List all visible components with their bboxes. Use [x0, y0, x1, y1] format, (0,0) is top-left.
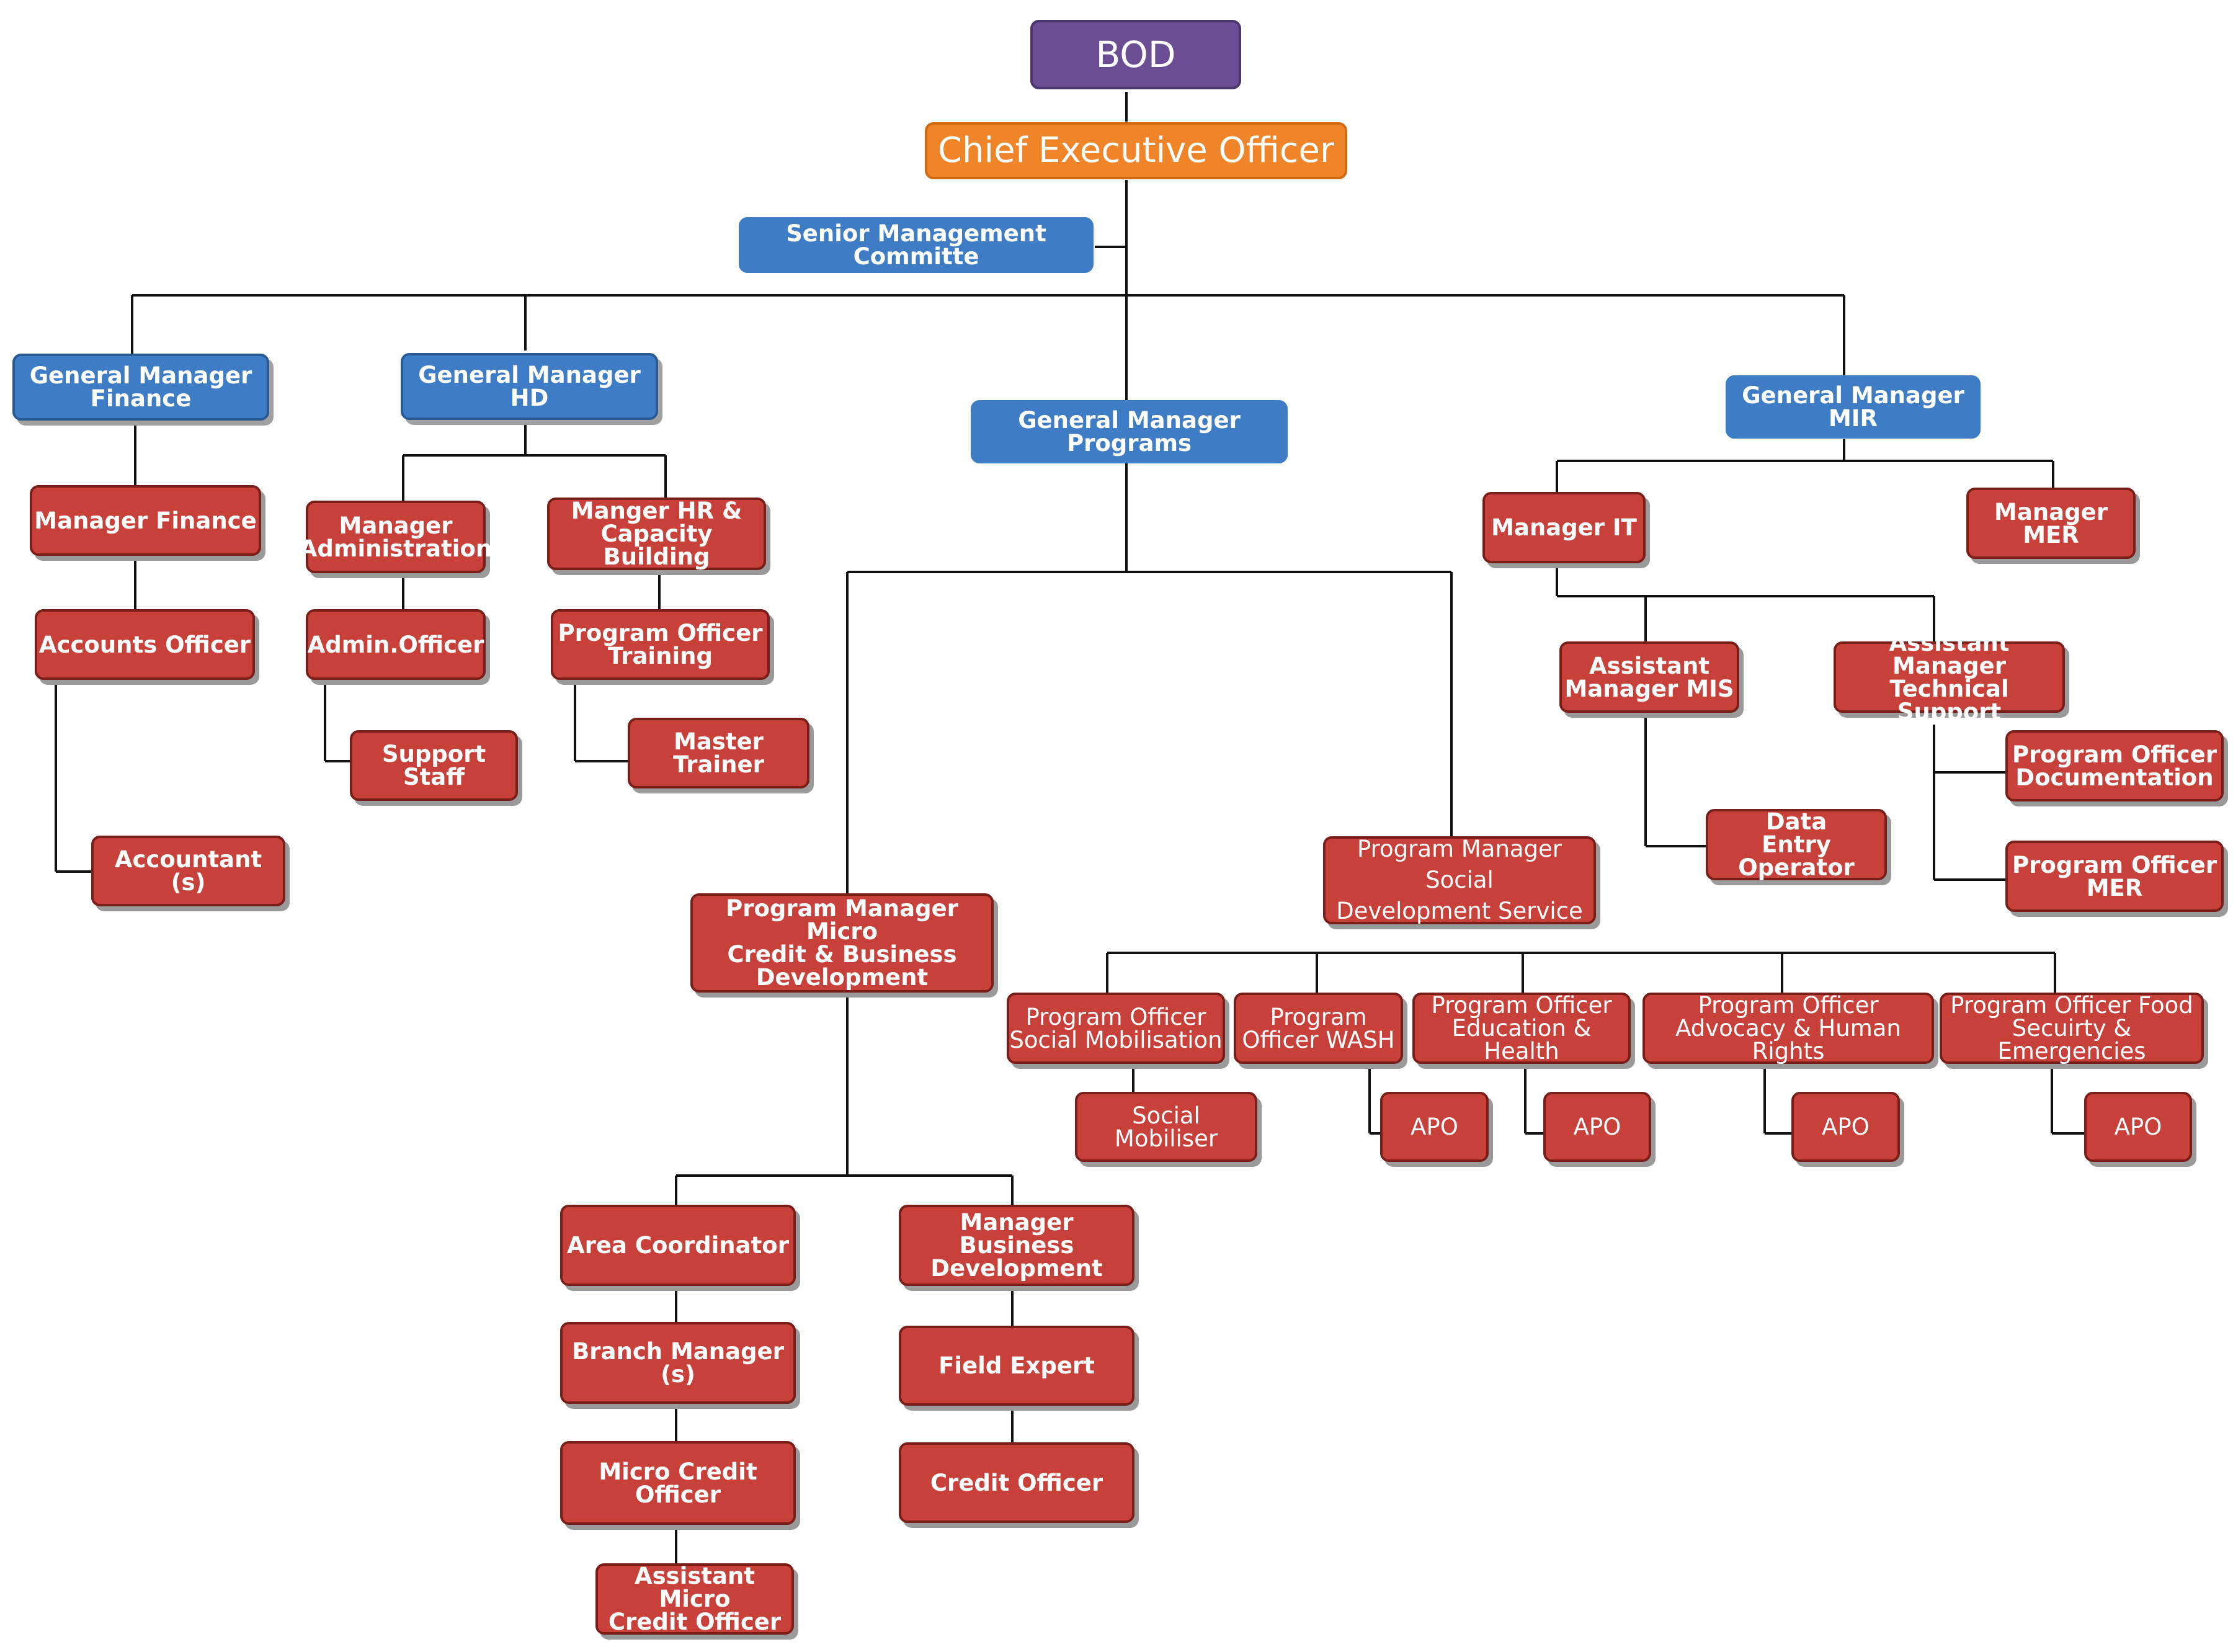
apo-advocacy-box: APO [1791, 1092, 1900, 1162]
po-wash-box: Program Officer WASH [1234, 993, 1403, 1064]
support-staff-box: Support Staff [350, 730, 518, 801]
ceo-box: Chief Executive Officer [925, 122, 1347, 179]
bod-box: BOD [1030, 20, 1241, 89]
branch-manager-box: Branch Manager (s) [560, 1322, 796, 1404]
manager-hr-capacity-building-box: Manger HR & Capacity Building [547, 498, 766, 570]
manager-finance-box: Manager Finance [30, 485, 261, 556]
gm-hd-box: General Manager HD [401, 353, 658, 420]
master-trainer-box: Master Trainer [628, 718, 809, 788]
po-mer-box: Program Officer MER [2005, 841, 2224, 912]
area-coordinator-box: Area Coordinator [560, 1205, 796, 1286]
manager-it-box: Manager IT [1482, 492, 1646, 563]
credit-officer-box: Credit Officer [899, 1442, 1134, 1523]
assistant-manager-mis-box: Assistant Manager MIS [1559, 641, 1739, 713]
po-training-box: Program Officer Training [551, 609, 770, 680]
senior-management-committee-box: Senior Management Committe [739, 217, 1094, 273]
field-expert-box: Field Expert [899, 1326, 1134, 1406]
assistant-micro-credit-officer-box: Assistant Micro Credit Officer [595, 1563, 794, 1635]
apo-wash-box: APO [1380, 1092, 1489, 1162]
assistant-manager-technical-support-box: Assistant Manager Technical Support [1834, 632, 2065, 723]
po-food-security-box: Program Officer Food Secuirty & Emergenc… [1940, 993, 2204, 1064]
gm-programs-box: General Manager Programs [971, 400, 1288, 463]
data-entry-operator-box: Data Entry Operator [1706, 809, 1887, 880]
social-mobiliser-box: Social Mobiliser [1075, 1092, 1257, 1162]
apo-education-box: APO [1543, 1092, 1651, 1162]
accountants-box: Accountant (s) [91, 836, 285, 906]
po-education-health-box: Program Officer Education & Health [1412, 993, 1631, 1064]
admin-officer-box: Admin.Officer [306, 609, 486, 680]
gm-mir-box: General Manager MIR [1726, 375, 1981, 439]
pm-social-development-box: Program Manager Social Development Servi… [1323, 836, 1596, 924]
accounts-officer-box: Accounts Officer [35, 609, 255, 680]
manager-mer-box: Manager MER [1966, 488, 2136, 559]
po-documentation-box: Program Officer Documentation [2005, 730, 2224, 801]
pm-micro-credit-box: Program Manager Micro Credit & Business … [690, 893, 994, 993]
manager-administration-box: Manager Administration [300, 501, 492, 573]
po-advocacy-human-rights-box: Program Officer Advocacy & Human Rights [1642, 993, 1934, 1064]
manager-business-development-box: Manager Business Development [899, 1205, 1134, 1286]
micro-credit-officer-box: Micro Credit Officer [560, 1441, 796, 1525]
apo-food-box: APO [2084, 1092, 2192, 1162]
gm-finance-box: General Manager Finance [12, 354, 269, 421]
po-social-mobilisation-box: Program Officer Social Mobilisation [1007, 993, 1225, 1064]
